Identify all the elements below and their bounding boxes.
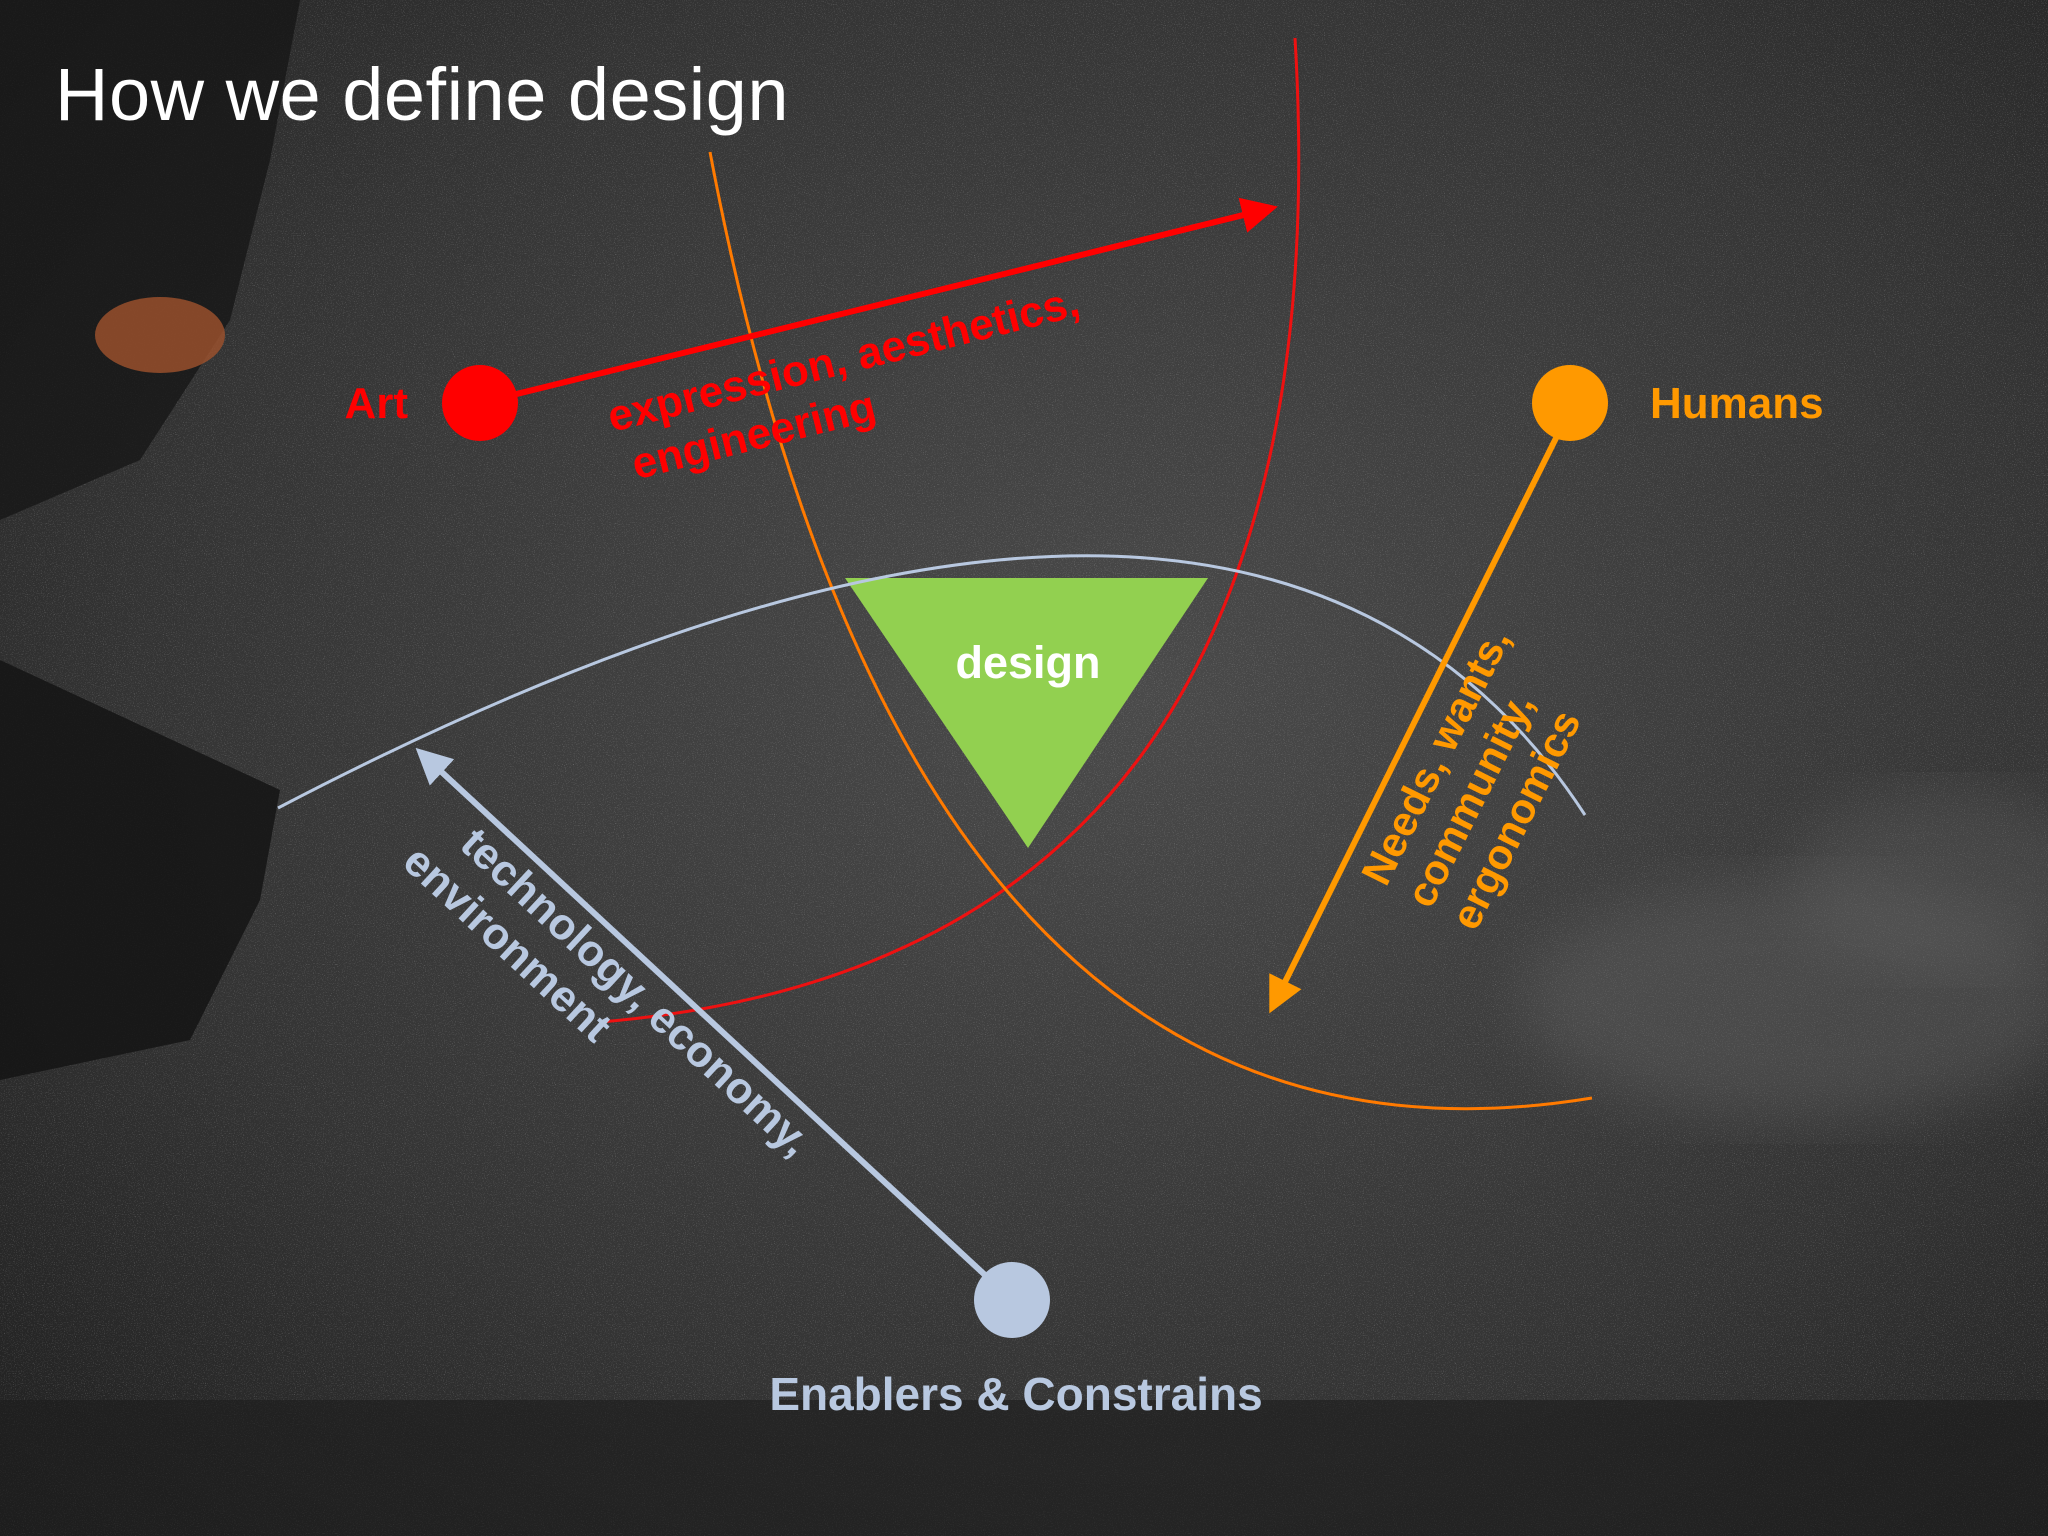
art-label: Art: [344, 379, 408, 428]
lamp-icon: [95, 297, 225, 373]
enablers-arrow: [415, 747, 1015, 1303]
design-triangle: [845, 578, 1208, 848]
enablers-curve: [277, 554, 1587, 816]
art-node: [442, 365, 518, 441]
enablers-node: [974, 1262, 1050, 1338]
enablers-arrow-label-line1: technology, economy,: [451, 818, 820, 1165]
design-label: design: [955, 637, 1100, 688]
humans-node: [1532, 365, 1608, 441]
humans-curve: [708, 151, 1593, 1111]
slide-title: How we define design: [55, 53, 789, 136]
humans-label: Humans: [1650, 379, 1824, 428]
art-curve: [599, 37, 1301, 1024]
humans-arrow: [1269, 408, 1573, 1014]
enablers-label: Enablers & Constrains: [769, 1368, 1262, 1420]
art-arrow: [479, 197, 1278, 406]
